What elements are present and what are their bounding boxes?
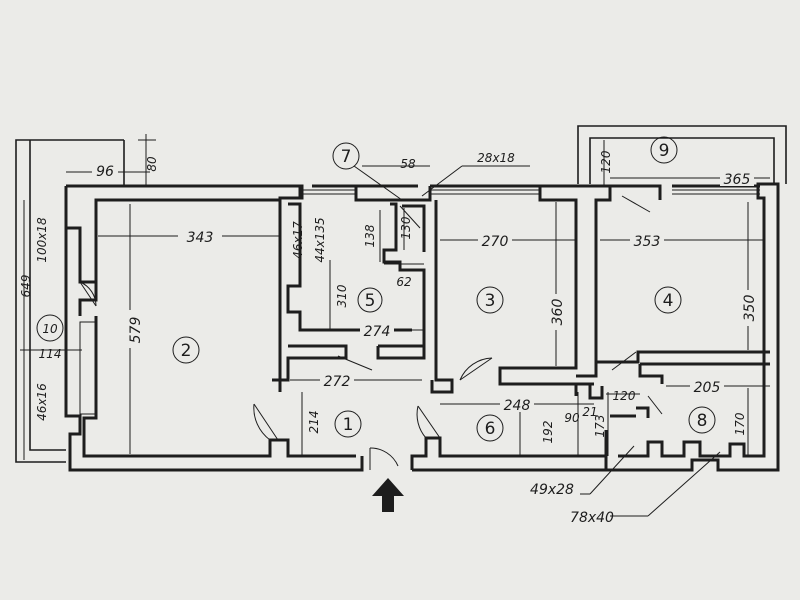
- balcony-10-outline: [15, 139, 125, 463]
- room-marker-1: 1: [334, 410, 362, 438]
- entrance-arrow-icon: [372, 478, 404, 512]
- dim-label: 214: [307, 411, 321, 434]
- dim-label: 274: [364, 324, 391, 340]
- dim-label: 205: [694, 380, 721, 396]
- dim-label: 28x18: [477, 151, 515, 165]
- exterior-walls: [64, 182, 780, 472]
- dim-label: 649: [19, 275, 33, 298]
- room-number: 6: [485, 419, 496, 439]
- dim-label: 100x18: [35, 217, 49, 263]
- dim-label: 46x17: [291, 221, 305, 259]
- room-number: 7: [341, 147, 352, 167]
- dim-label: 248: [504, 398, 531, 414]
- room-marker-9: 9: [650, 136, 678, 164]
- room-markers: 1 2 3 4 5 6 7 8: [36, 136, 716, 442]
- dim-label: 310: [335, 284, 349, 307]
- room-number: 2: [181, 341, 192, 361]
- dim-label: 96: [96, 164, 114, 180]
- room-marker-5: 5: [357, 287, 383, 313]
- dim-label: 120: [599, 150, 613, 173]
- dim-label: 114: [39, 347, 62, 361]
- dim-label: 138: [363, 224, 377, 247]
- dim-label: 44x135: [313, 217, 327, 262]
- room-number: 5: [365, 291, 376, 311]
- dim-label: 58: [400, 157, 416, 171]
- dim-label: 90: [564, 411, 580, 425]
- room-number: 10: [42, 322, 58, 336]
- dim-label: 365: [724, 172, 751, 188]
- dim-label: 353: [634, 234, 661, 250]
- room-marker-10: 10: [36, 314, 64, 342]
- dim-label: 49x28: [530, 482, 574, 498]
- dim-label: 360: [550, 299, 566, 326]
- dim-label: 170: [733, 412, 747, 435]
- interior-walls: [272, 200, 770, 456]
- windows: [79, 189, 760, 415]
- room-number: 8: [697, 411, 708, 431]
- dim-label: 579: [128, 317, 144, 344]
- dim-label: 46x16: [35, 383, 49, 421]
- door-swings: [79, 195, 663, 470]
- room-marker-4: 4: [654, 286, 682, 314]
- room-number: 9: [659, 141, 670, 161]
- dim-label: 272: [324, 374, 351, 390]
- room-number: 3: [485, 291, 496, 311]
- room-number: 1: [343, 415, 354, 435]
- dim-label: 21: [582, 405, 597, 419]
- dim-label: 270: [482, 234, 509, 250]
- dim-label: 78x40: [570, 510, 614, 526]
- dim-label: 350: [742, 295, 758, 322]
- dim-label: 173: [593, 415, 607, 438]
- room-marker-3: 3: [476, 286, 504, 314]
- dimension-labels: 96 80 343 579 58 28x18 138 130 62 46x17 …: [19, 150, 758, 526]
- dim-label: 130: [399, 216, 413, 239]
- room-marker-2: 2: [172, 336, 200, 364]
- room-marker-6: 6: [476, 414, 504, 442]
- dim-label: 192: [541, 421, 555, 444]
- dim-label: 80: [145, 156, 159, 172]
- room-number: 4: [663, 291, 674, 311]
- balcony-9-outline: [577, 125, 787, 184]
- dim-label: 62: [396, 275, 411, 289]
- dim-label: 120: [613, 389, 636, 403]
- room-marker-8: 8: [688, 406, 716, 434]
- room-marker-7: 7: [332, 142, 403, 201]
- dim-label: 343: [187, 230, 214, 246]
